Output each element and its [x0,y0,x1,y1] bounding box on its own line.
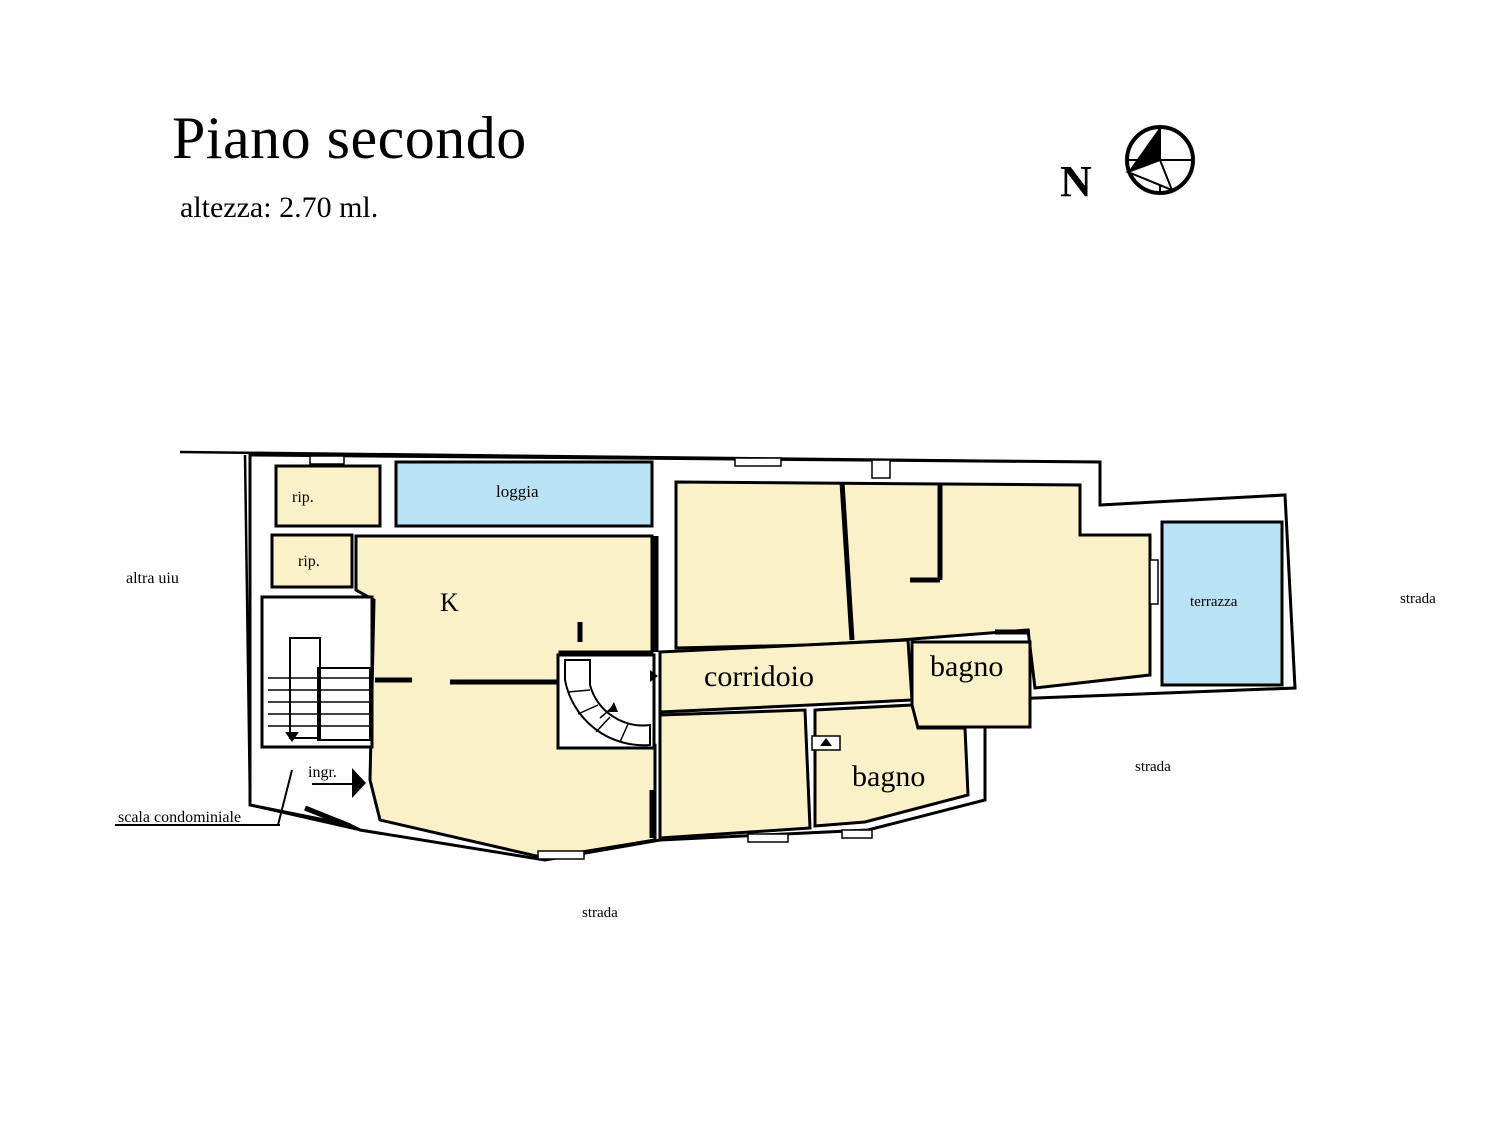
window [309,455,345,465]
window [537,850,585,860]
label-scala-condominiale: scala condominiale [118,809,241,826]
label-rip-1: rip. [292,489,314,506]
room-loggia [394,460,654,528]
label-rip-2: rip. [298,553,320,570]
label-bagno-2: bagno [852,760,925,793]
label-ingresso: ingr. [308,764,337,781]
room-rip-2 [270,533,354,589]
wall [839,481,855,641]
label-strada-south: strada [582,905,618,921]
room-south-bedroom [658,708,812,840]
window [1149,559,1159,605]
page-title: Piano secondo [172,105,527,171]
entrance-arrow-icon [352,768,366,798]
north-arrow-icon [1125,125,1195,195]
window [871,459,891,479]
room-corridoio [658,638,914,714]
window [734,457,782,467]
label-loggia: loggia [496,482,539,501]
room-bagno-1 [910,640,1032,729]
north-label: N [1060,157,1092,206]
ceiling-height: altezza: 2.70 ml. [180,191,379,224]
room-rip-1 [274,464,382,528]
spiral-staircase [556,653,658,750]
label-strada-mid: strada [1135,759,1171,775]
label-terrazza: terrazza [1190,594,1238,610]
window [841,829,873,839]
room-terrazza [1160,520,1284,687]
label-altra-uiu: altra uiu [126,570,179,587]
label-bagno-1: bagno [930,650,1003,683]
label-strada-east: strada [1400,591,1436,607]
common-staircase [260,595,374,749]
label-kitchen: K [440,588,459,617]
room-kitchen [354,534,657,860]
label-corridoio: corridoio [704,660,814,693]
room-bagno-2 [813,703,970,828]
window [747,833,789,843]
